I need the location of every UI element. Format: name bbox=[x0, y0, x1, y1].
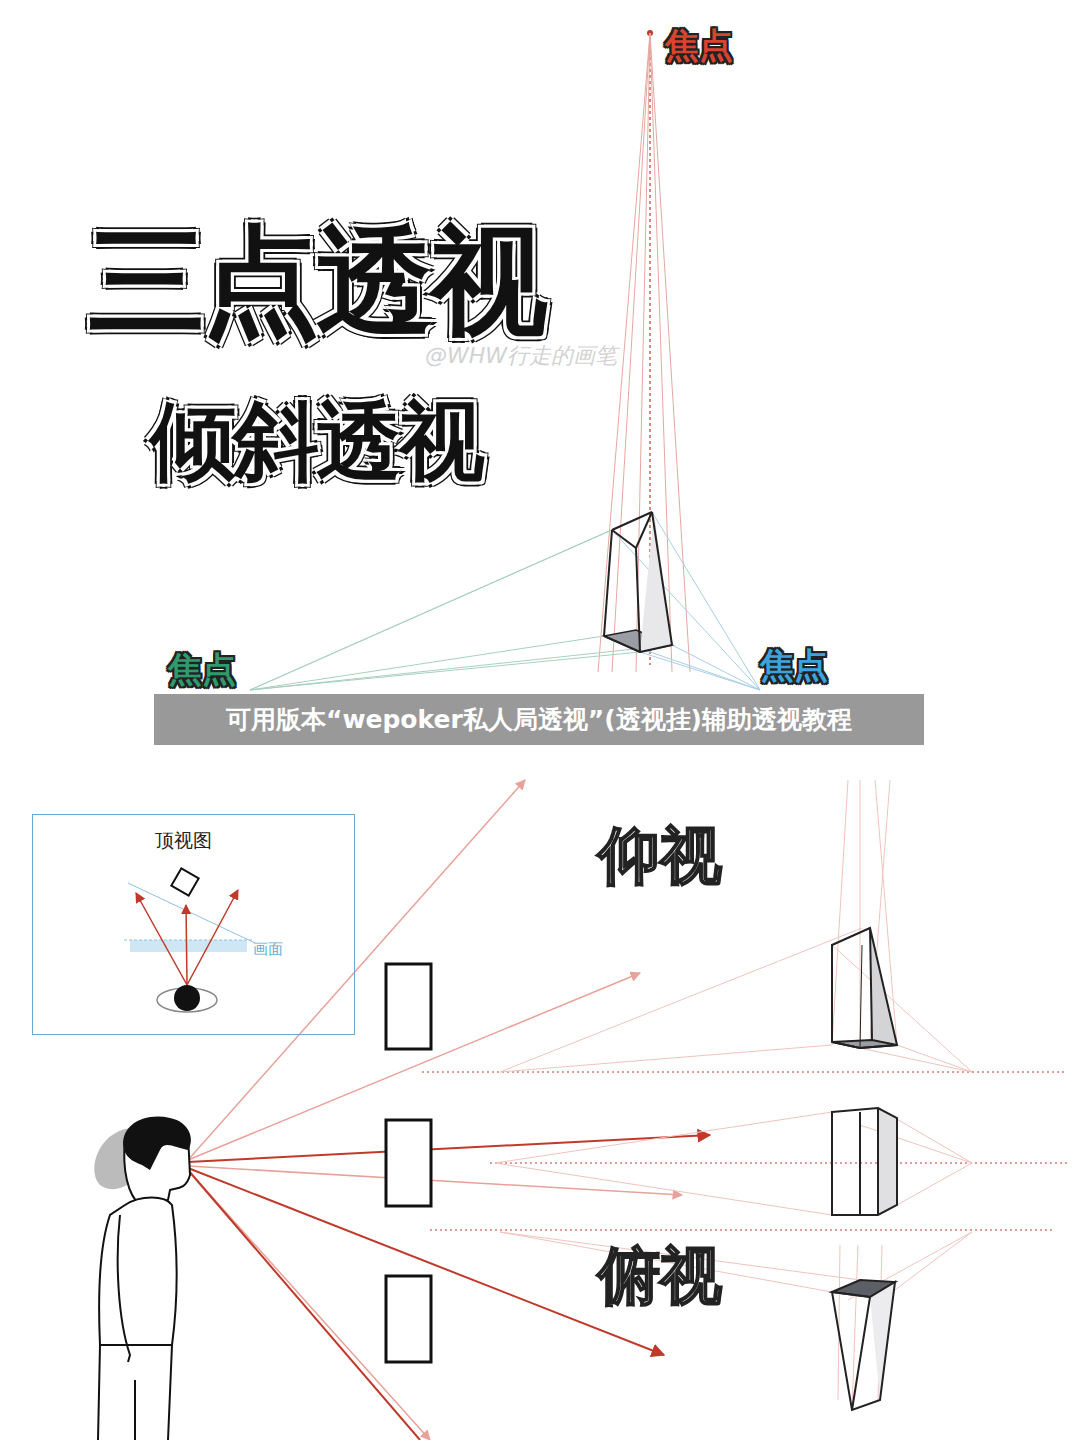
node-text: 顶视图 bbox=[155, 831, 212, 850]
watermark: @WHW行走的画笔 bbox=[425, 345, 617, 367]
overlay-banner: 可用版本“wepoker私人局透视”(透视挂)辅助透视教程 bbox=[154, 694, 924, 745]
prisms bbox=[832, 928, 897, 1410]
horizon-lines bbox=[422, 1072, 1070, 1230]
view-label: 仰视 bbox=[598, 825, 722, 887]
viewer-figure bbox=[94, 1117, 191, 1440]
picture-plane-rects bbox=[386, 964, 431, 1362]
top-view-drawing bbox=[124, 868, 255, 1012]
node-text: 可用版本“wepoker私人局透视”(透视挂)辅助透视教程 bbox=[226, 707, 852, 732]
view-label: 俯视 bbox=[598, 1245, 722, 1307]
top-view-panel: 顶视图画面 bbox=[32, 814, 355, 1035]
focus-label: 焦点 bbox=[168, 652, 236, 686]
node-text: 画面 bbox=[253, 942, 283, 957]
focus-label: 焦点 bbox=[760, 648, 828, 682]
subtitle: 倾斜透视 bbox=[150, 398, 482, 484]
main-title: 三点透视 bbox=[88, 222, 544, 340]
vertical-vp-lines bbox=[495, 780, 972, 1410]
focus-label: 焦点 bbox=[665, 28, 733, 62]
three-point-construction bbox=[250, 30, 760, 690]
